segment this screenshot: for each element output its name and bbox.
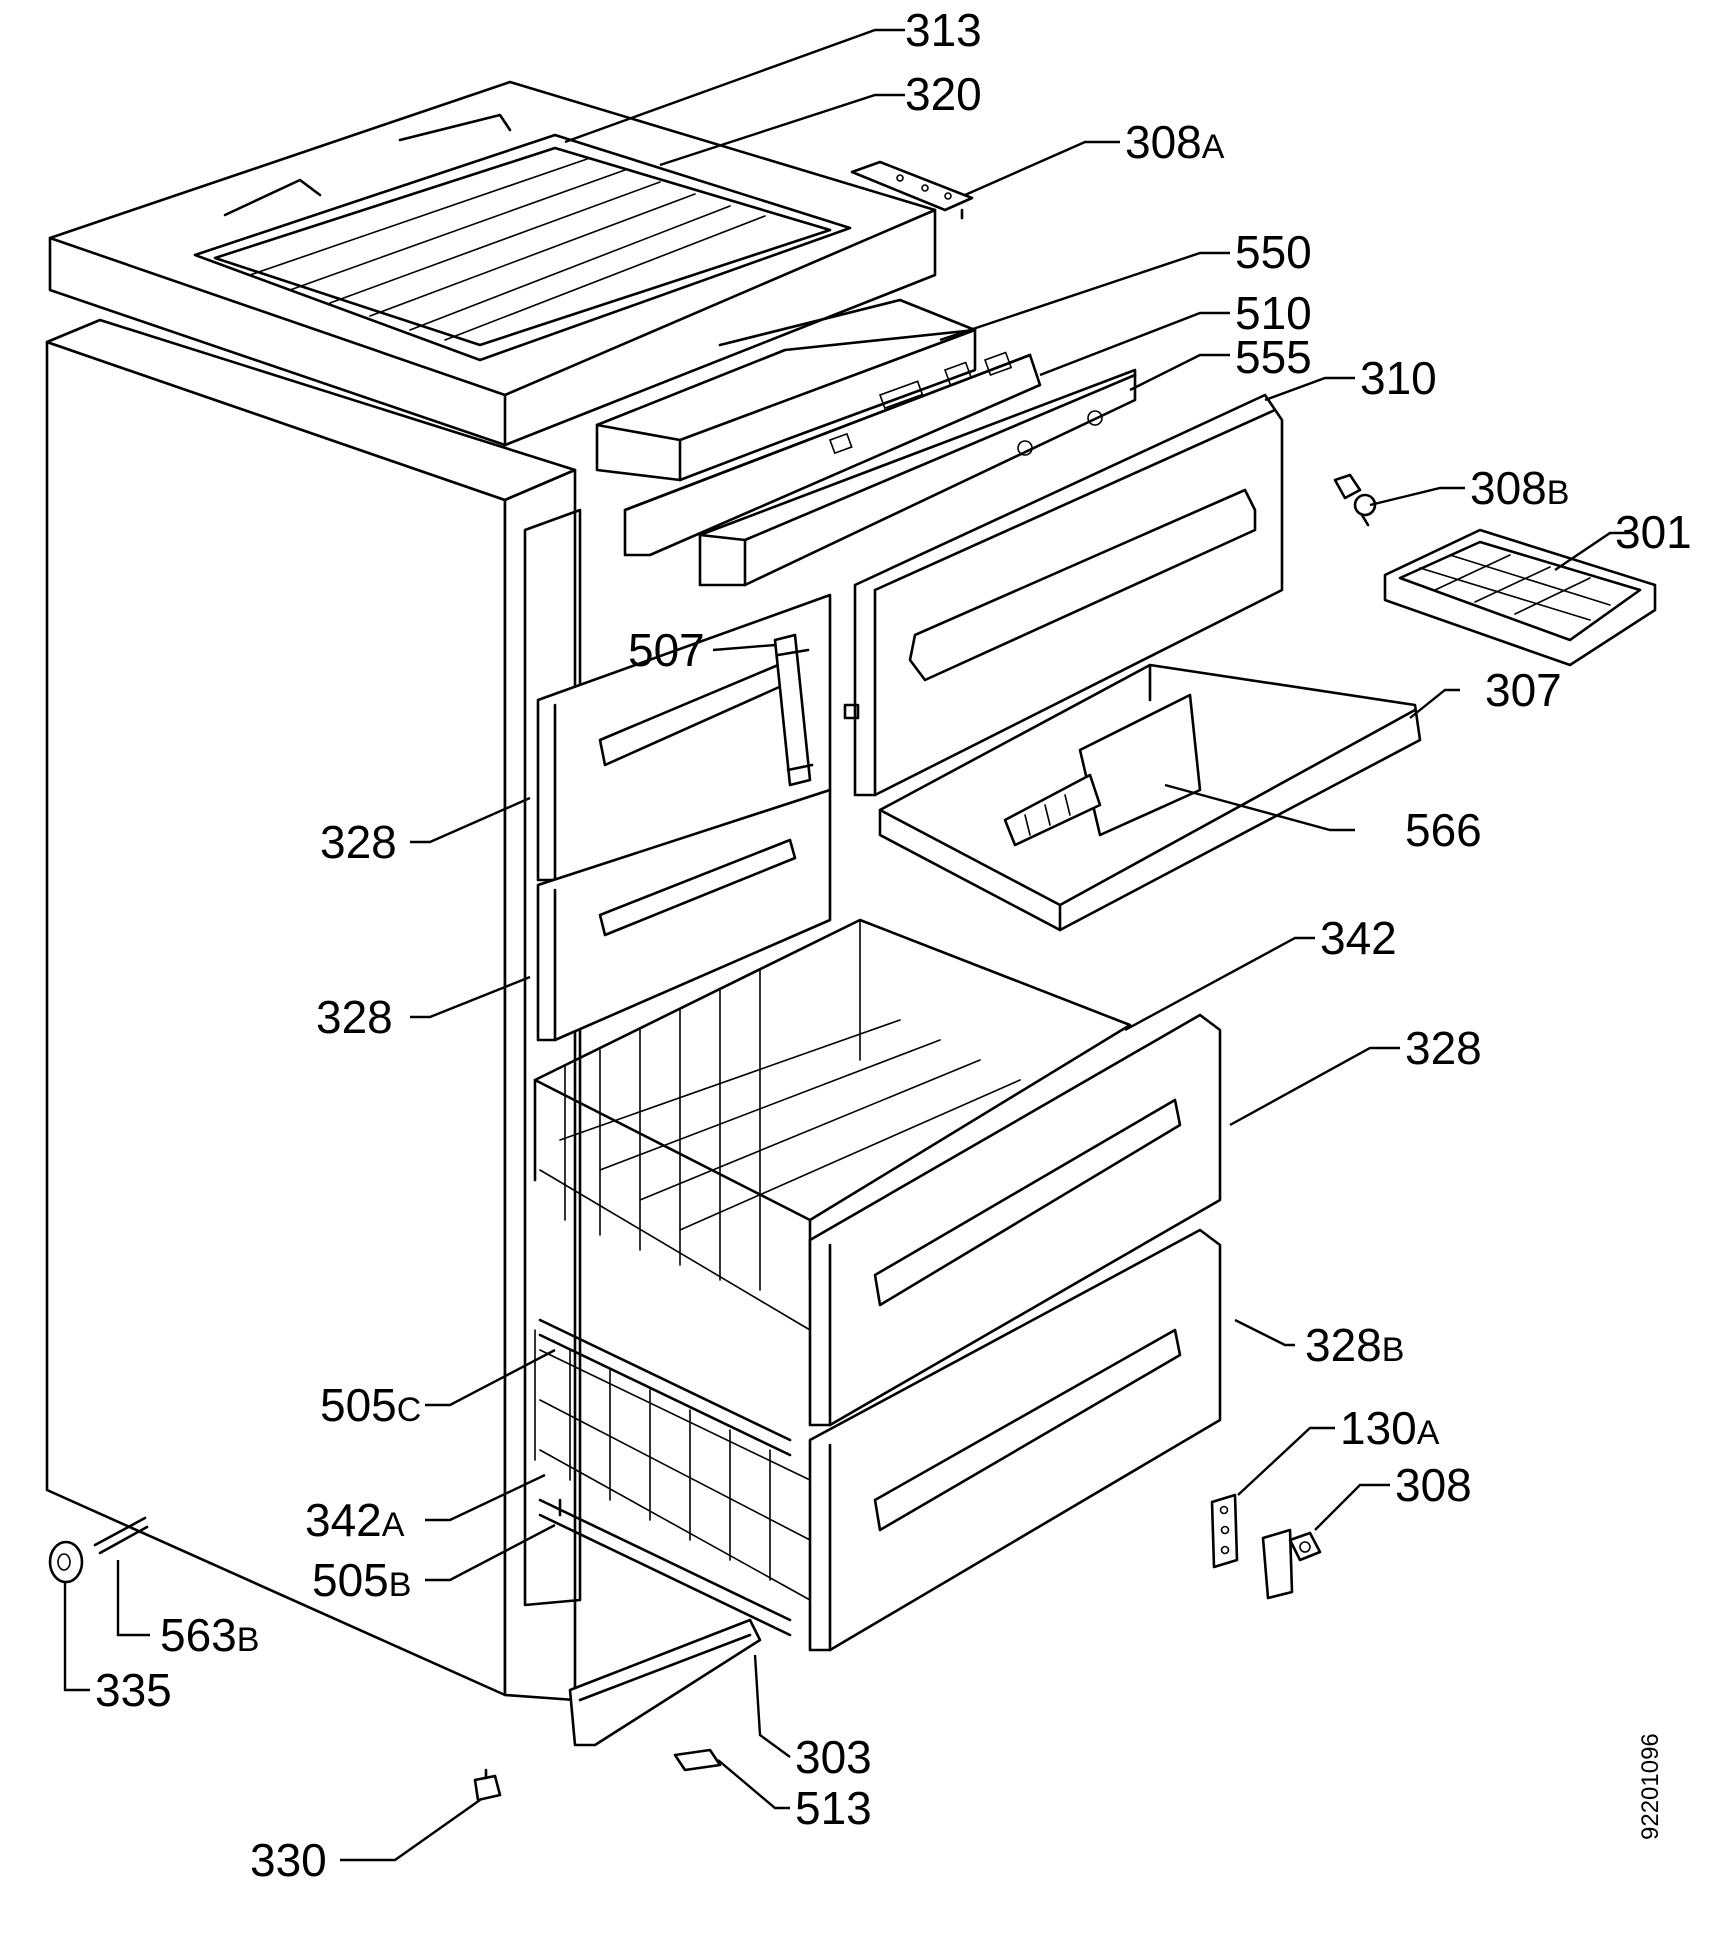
callout-505b: 505B xyxy=(312,1554,411,1606)
hinge-plate-130a xyxy=(1210,1493,1239,1569)
callout-328-middle: 328 xyxy=(316,991,393,1043)
pin-563b xyxy=(93,1516,149,1555)
callout-507: 507 xyxy=(628,624,705,676)
spacer-335 xyxy=(48,1540,84,1584)
callout-335: 335 xyxy=(95,1664,172,1716)
wire-shelf xyxy=(193,113,852,362)
callout-301: 301 xyxy=(1615,506,1692,558)
slide-rails xyxy=(538,1318,792,1637)
ice-scraper xyxy=(1003,693,1202,847)
callout-320: 320 xyxy=(905,68,982,120)
freezer-door xyxy=(843,393,1284,797)
plinth-303 xyxy=(568,1618,762,1747)
control-cover xyxy=(595,298,977,482)
cabinet-body xyxy=(45,318,582,1702)
handle-clip xyxy=(773,633,814,787)
callout-342a: 342A xyxy=(305,1494,405,1546)
front-trim xyxy=(698,368,1137,587)
callout-310: 310 xyxy=(1360,352,1437,404)
callout-308: 308 xyxy=(1395,1459,1472,1511)
callout-513: 513 xyxy=(795,1782,872,1834)
callout-510: 510 xyxy=(1235,287,1312,339)
door-panel-lower xyxy=(536,788,832,1042)
wire-basket xyxy=(533,918,1132,1331)
callout-308b: 308B xyxy=(1470,462,1569,514)
basket-front-328 xyxy=(808,1013,1222,1427)
callout-555: 555 xyxy=(1235,331,1312,383)
lower-basket xyxy=(534,1329,811,1601)
callout-303: 303 xyxy=(795,1731,872,1783)
hinge-308b xyxy=(1333,473,1377,527)
callout-328-upper: 328 xyxy=(320,816,397,868)
callout-505c: 505C xyxy=(320,1379,421,1431)
document-number: 92201096 xyxy=(1637,1733,1664,1840)
callout-566: 566 xyxy=(1405,804,1482,856)
top-panel xyxy=(48,80,937,447)
callout-307: 307 xyxy=(1485,664,1562,716)
control-bar xyxy=(623,351,1042,557)
callout-130a: 130A xyxy=(1340,1402,1440,1454)
callout-308a: 308A xyxy=(1125,116,1225,168)
hinge-308 xyxy=(1261,1528,1322,1600)
part-513 xyxy=(673,1748,722,1772)
callout-330: 330 xyxy=(250,1834,327,1886)
foot-330 xyxy=(473,1768,502,1802)
callout-563b: 563B xyxy=(160,1609,259,1661)
callout-313: 313 xyxy=(905,4,982,56)
leader-lines xyxy=(63,28,1630,1862)
hinge-308a xyxy=(850,160,974,220)
callout-550: 550 xyxy=(1235,226,1312,278)
callout-342: 342 xyxy=(1320,912,1397,964)
drawer-front-328b xyxy=(808,1228,1222,1652)
callout-328b: 328B xyxy=(1305,1319,1404,1371)
ice-cube-tray xyxy=(1383,528,1657,667)
callout-328-right: 328 xyxy=(1405,1022,1482,1074)
callout-labels: 313 320 308A 550 510 555 310 308B 301 30… xyxy=(95,4,1692,1886)
